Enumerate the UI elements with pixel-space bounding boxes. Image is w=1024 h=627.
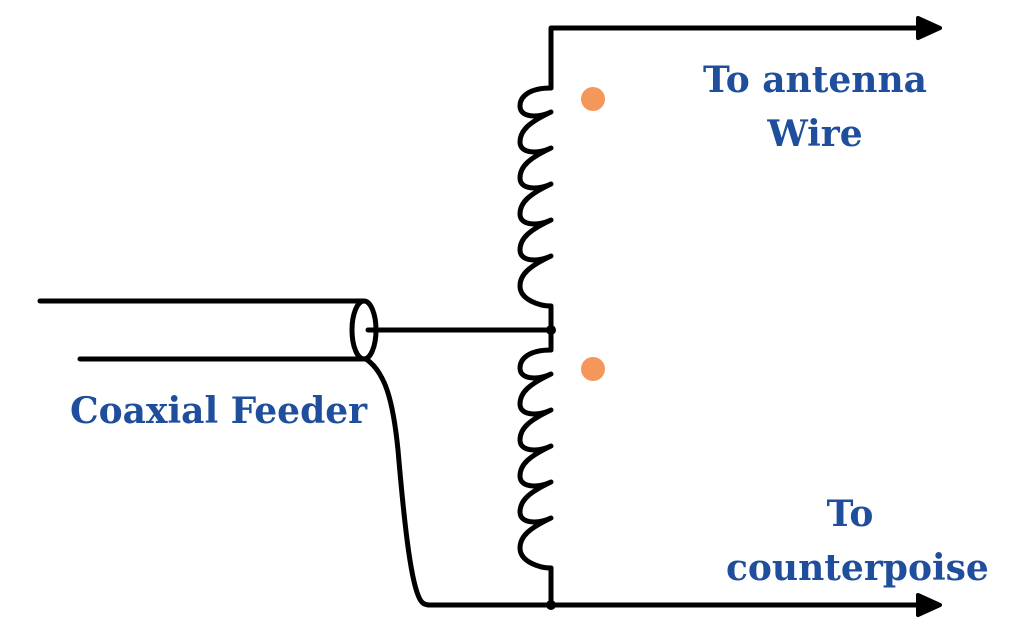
upper-polarity-dot bbox=[581, 87, 605, 111]
counterpoise-label-line2: counterpoise bbox=[726, 547, 989, 589]
lower-coil bbox=[517, 347, 554, 571]
counterpoise-label-line1: To bbox=[826, 493, 874, 535]
center-tap-junction bbox=[546, 325, 556, 335]
antenna-label-line1: To antenna bbox=[703, 59, 927, 101]
antenna-label-line2: Wire bbox=[767, 113, 863, 155]
upper-coil bbox=[517, 85, 554, 309]
lower-polarity-dot bbox=[581, 357, 605, 381]
shield-braid-wire bbox=[363, 356, 433, 608]
coax-feeder-label: Coaxial Feeder bbox=[70, 390, 368, 432]
antenna-lead-wire bbox=[548, 25, 933, 91]
antenna-arrow-head bbox=[916, 16, 942, 40]
counterpoise-arrow-head bbox=[916, 593, 942, 617]
bottom-junction bbox=[546, 600, 556, 610]
